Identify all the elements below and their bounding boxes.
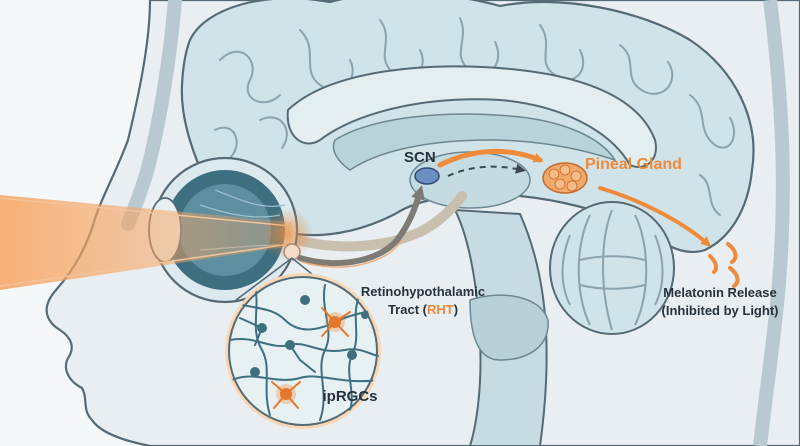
scn-label: SCN (404, 149, 436, 166)
rht-label-line1: Retinohypothalamic (338, 283, 508, 301)
pineal-gland-label: Pineal Gland (585, 156, 682, 174)
rht-label: Retinohypothalamic Tract (RHT) (338, 283, 508, 319)
melatonin-label: Melatonin Release (Inhibited by Light) (640, 284, 800, 320)
rht-suffix: ) (454, 302, 458, 317)
rht-prefix: Tract ( (388, 302, 427, 317)
rht-label-line2: Tract (RHT) (338, 301, 508, 319)
iprgc-label: ipRGCs (308, 388, 392, 405)
melatonin-label-line2: (Inhibited by Light) (640, 302, 800, 320)
rht-abbrev: RHT (427, 302, 454, 317)
pineal-gland (543, 163, 587, 193)
melatonin-label-line1: Melatonin Release (640, 284, 800, 302)
scn-nucleus (415, 168, 439, 184)
